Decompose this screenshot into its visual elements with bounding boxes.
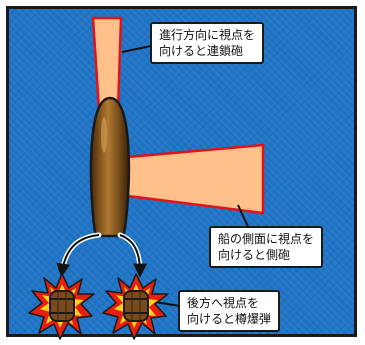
rear-callout-pointer <box>154 301 181 307</box>
barrel-bomb-icon <box>123 290 149 322</box>
forward-callout-pointer <box>121 45 152 53</box>
barrel-bomb-icon <box>49 290 75 322</box>
side-cannon-callout: 船の側面に視点を 向けると側砲 <box>209 226 324 268</box>
barrel-bomb-left <box>28 273 95 340</box>
forward-cannon-callout: 進行方向に視点を 向けると連鎖砲 <box>150 22 265 64</box>
forward-callout-line1: 進行方向に視点を <box>159 28 256 42</box>
forward-view-cone <box>91 16 123 112</box>
rear-callout-line2: 向けると樽爆弾 <box>187 312 272 326</box>
side-view-cone <box>126 143 265 215</box>
side-callout-line2: 向けると側砲 <box>218 248 291 262</box>
side-callout-line1: 船の側面に視点を <box>218 232 315 246</box>
barrel-bomb-right <box>102 273 169 340</box>
rear-barrel-callout: 後方へ視点を 向けると樽爆弾 <box>178 290 281 332</box>
rear-callout-line1: 後方へ視点を <box>187 296 260 310</box>
forward-callout-line2: 向けると連鎖砲 <box>159 44 244 58</box>
ship-icon <box>89 96 131 238</box>
